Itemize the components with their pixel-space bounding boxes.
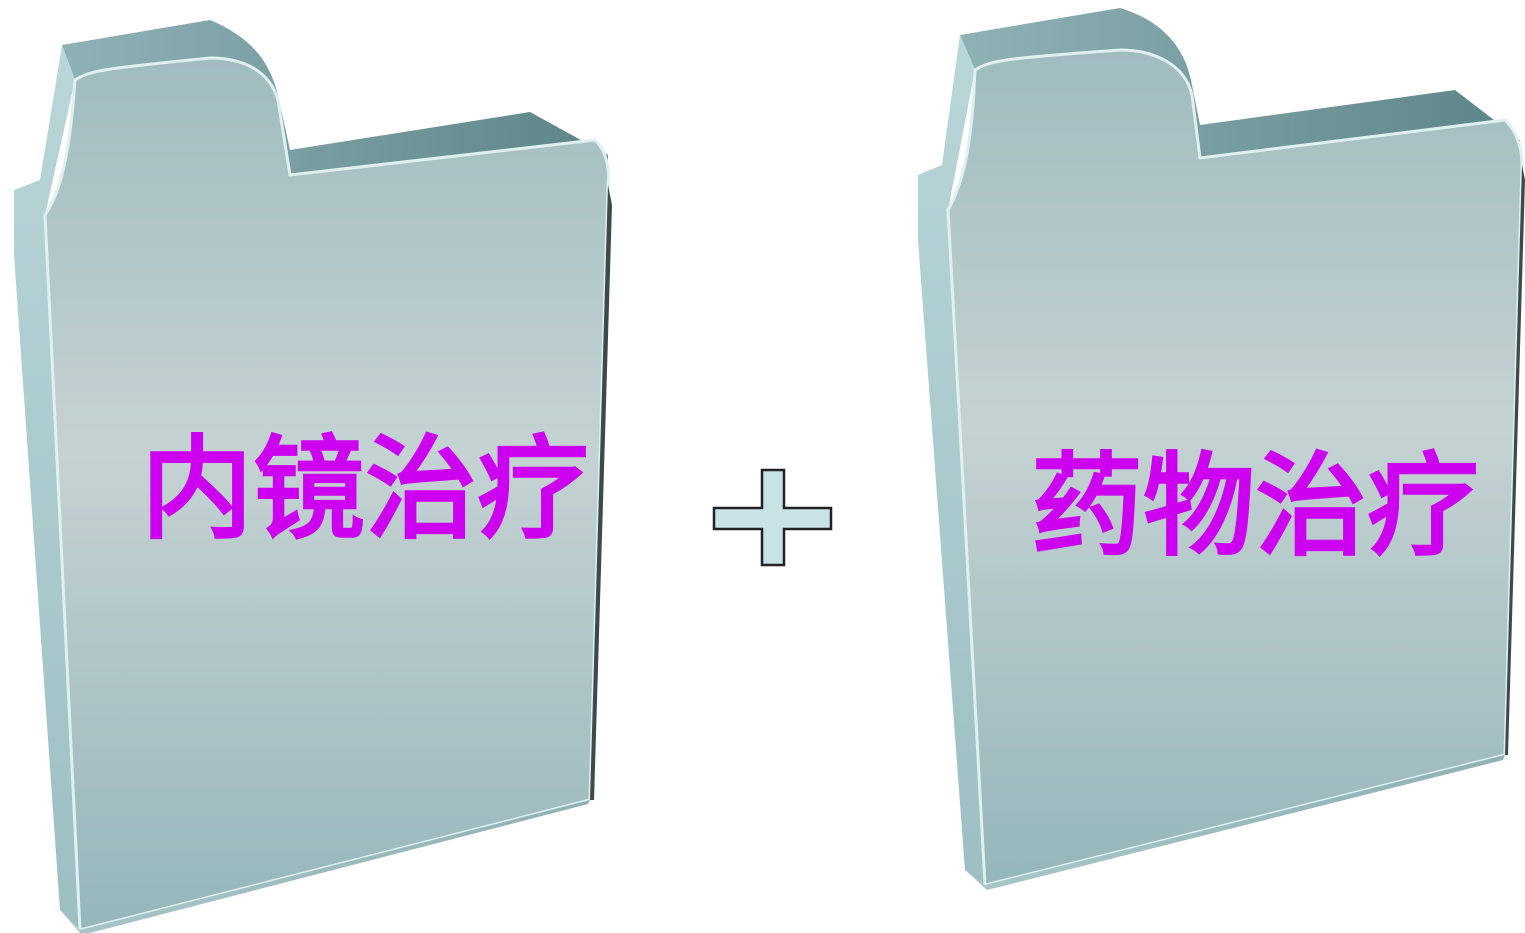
left-card-face <box>43 56 610 932</box>
right-card-label: 药物治疗 <box>1031 441 1479 572</box>
right-card-face <box>946 48 1524 887</box>
left-card-right-rim <box>590 185 612 800</box>
right-card-bottom-edge <box>965 755 1505 890</box>
left-card-label: 内镜治疗 <box>141 424 589 555</box>
right-card-top-edge <box>960 8 1522 165</box>
left-card-side-edge <box>14 45 80 930</box>
right-card-right-rim <box>1505 165 1525 755</box>
right-card: 药物治疗 <box>918 8 1525 890</box>
left-card: 内镜治疗 <box>14 20 612 933</box>
left-card-top-edge <box>62 20 608 180</box>
right-card-side-edge <box>918 35 985 885</box>
plus-icon <box>712 468 833 567</box>
